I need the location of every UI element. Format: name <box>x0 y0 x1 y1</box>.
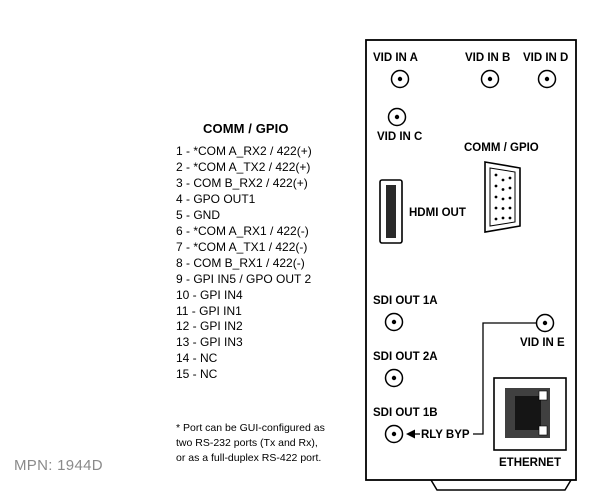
pinout-footnote: * Port can be GUI-configured as two RS-23… <box>176 421 366 466</box>
vid-in-e-connector <box>535 313 555 333</box>
db15-pin-dot <box>508 186 512 190</box>
pin-entry: 11 - GPI IN1 <box>176 303 242 318</box>
db15-pin-dot <box>494 173 498 177</box>
comm-gpio-db15-connector <box>484 161 521 233</box>
sdi-out-2a-connector <box>384 368 404 388</box>
db15-pin-dot <box>501 188 505 191</box>
sdi-out-1b-connector <box>384 424 404 444</box>
pin-entry: 9 - GPI IN5 / GPO OUT 2 <box>176 271 312 286</box>
hdmi-out-connector <box>379 179 403 244</box>
rly-byp-label: RLY BYP <box>421 429 470 441</box>
pin-entry: 6 - *COM A_RX1 / 422(-) <box>176 223 309 238</box>
footnote-line: two RS-232 ports (Tx and Rx), <box>176 437 318 449</box>
pin-entry: 13 - GPI IN3 <box>176 335 243 350</box>
db15-pin-dot <box>494 217 498 221</box>
pin-entry: 8 - COM B_RX1 / 422(-) <box>176 255 305 270</box>
hdmi-out-label: HDMI OUT <box>409 207 466 219</box>
ethernet-label: ETHERNET <box>499 457 561 469</box>
db15-pin-dot <box>508 176 512 180</box>
vid-in-b-connector <box>480 69 500 89</box>
db15-pin-dot <box>494 195 498 199</box>
pinout-title: COMM / GPIO <box>203 121 289 136</box>
pin-entry: 12 - GPI IN2 <box>176 319 243 334</box>
pin-entry: 15 - NC <box>176 367 218 382</box>
db15-pin-dot <box>494 184 498 188</box>
panel-outline <box>365 39 577 491</box>
sdi-out-1b-label: SDI OUT 1B <box>373 407 438 419</box>
relay-bypass-arrow <box>406 429 420 439</box>
relay-bypass-line <box>473 322 536 435</box>
footnote-line: or as a full-duplex RS-422 port. <box>176 452 322 464</box>
pin-entry: 1 - *COM A_RX2 / 422(+) <box>176 144 312 158</box>
ethernet-connector <box>493 377 567 451</box>
vid-in-e-label: VID IN E <box>520 337 565 349</box>
db15-pin-dot <box>494 206 498 210</box>
footnote-line: * Port can be GUI-configured as <box>176 422 325 434</box>
db15-pin-dot <box>501 216 505 220</box>
db15-pin-dot <box>508 206 512 210</box>
vid-in-a-connector <box>390 69 410 89</box>
db15-pin-dot <box>508 196 512 200</box>
pin-entry: 5 - GND <box>176 207 221 222</box>
vid-in-b-label: VID IN B <box>465 52 510 64</box>
db15-pin-dot <box>501 207 505 210</box>
pin-entry: 14 - NC <box>176 351 218 366</box>
vid-in-a-label: VID IN A <box>373 52 418 64</box>
vid-in-d-connector <box>537 69 557 89</box>
pin-entry: 3 - COM B_RX2 / 422(+) <box>176 175 308 190</box>
vid-in-c-connector <box>387 107 407 127</box>
db15-pin-dot <box>508 216 512 220</box>
db15-pin-dot <box>501 178 505 182</box>
vid-in-c-label: VID IN C <box>377 131 422 143</box>
pin-entry: 2 - *COM A_TX2 / 422(+) <box>176 159 311 174</box>
pinout-list: 1 - *COM A_RX2 / 422(+)2 - *COM A_TX2 / … <box>176 144 312 383</box>
sdi-out-1a-connector <box>384 312 404 332</box>
comm-gpio-label: COMM / GPIO <box>464 142 539 154</box>
vid-in-d-label: VID IN D <box>523 52 568 64</box>
pin-entry: 4 - GPO OUT1 <box>176 191 256 206</box>
model-part-number: MPN: 1944D <box>14 457 103 474</box>
sdi-out-2a-label: SDI OUT 2A <box>373 351 438 363</box>
sdi-out-1a-label: SDI OUT 1A <box>373 295 438 307</box>
pin-entry: 10 - GPI IN4 <box>176 287 243 302</box>
pin-entry: 7 - *COM A_TX1 / 422(-) <box>176 239 308 254</box>
db15-pin-dot <box>501 197 505 201</box>
